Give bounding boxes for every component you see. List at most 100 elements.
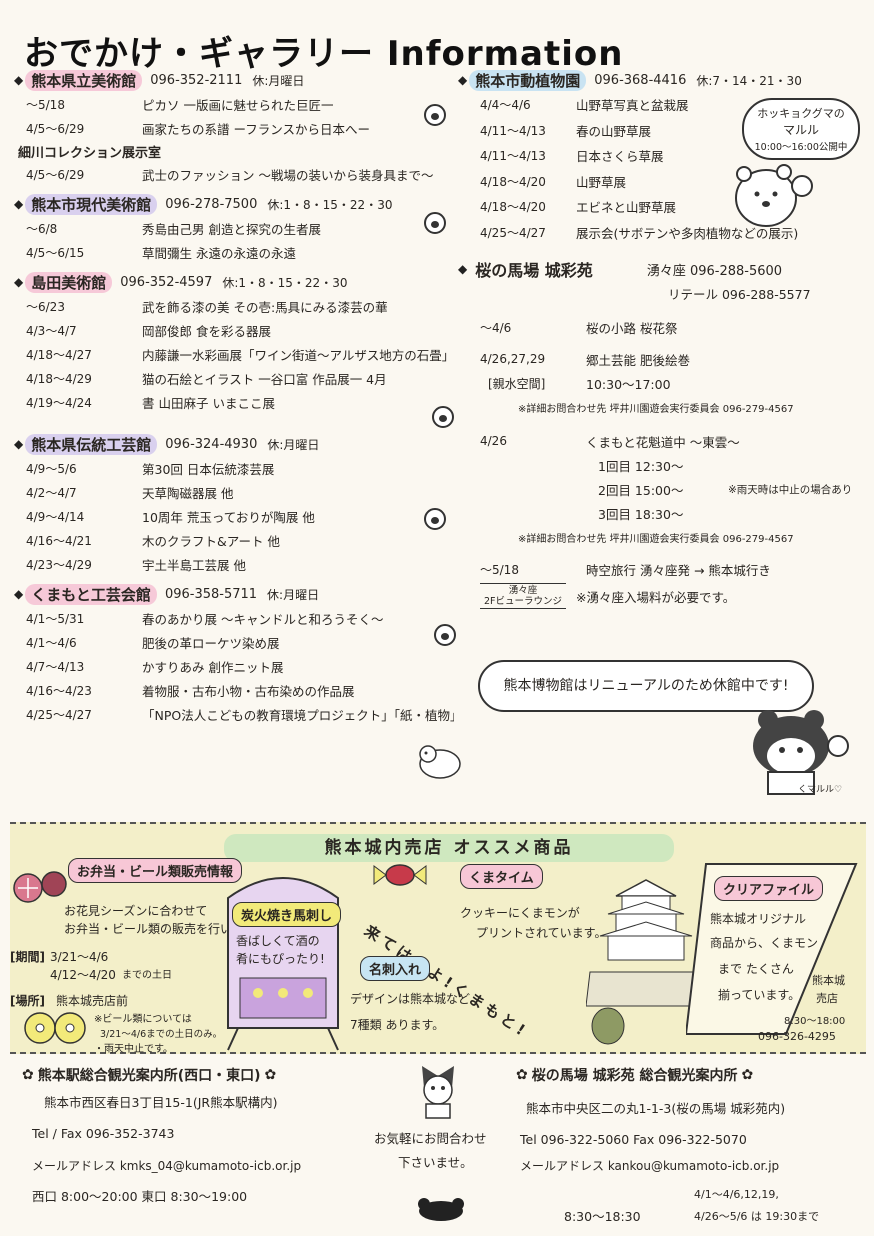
paw-icon bbox=[424, 508, 446, 530]
paw-icon bbox=[424, 104, 446, 126]
sakura-note-2: ※詳細お問合わせ先 坪井川園遊会実行委員会 096-279-4567 bbox=[518, 533, 794, 545]
mascot-icon bbox=[422, 1066, 454, 1119]
sakura-name: 桜の馬場 城彩苑 bbox=[475, 261, 593, 280]
sakura-time-3: 3回目 18:30～ bbox=[598, 506, 684, 522]
basashi-text-2: 肴にもぴったり! bbox=[236, 952, 325, 966]
bento-text-2: お弁当・ビール類の販売を行います! bbox=[64, 922, 261, 936]
museum-closed-bubble: 熊本博物館はリニューアルのため休館中です! bbox=[478, 660, 814, 712]
museum-closed-days: 休:1・8・15・22・30 bbox=[222, 275, 348, 290]
foot-right-hours: 8:30～18:30 bbox=[564, 1209, 641, 1224]
museum-name: 熊本市現代美術館 bbox=[25, 193, 158, 215]
foot-right-tel: Tel 096-322-5060 Fax 096-322-5070 bbox=[520, 1131, 747, 1147]
museum-phone: 096-358-5711 bbox=[164, 586, 258, 602]
sakura-time-1: 1回目 12:30～ bbox=[598, 458, 684, 474]
museum-phone: 096-352-4597 bbox=[120, 274, 213, 290]
page-title: おでかけ・ギャラリー Information bbox=[24, 34, 624, 70]
basashi-tag: 炭火焼き馬刺し bbox=[232, 902, 342, 927]
kumatime-text-2: プリントされています。 bbox=[476, 926, 607, 940]
polar-bear-icon bbox=[735, 164, 813, 227]
store-title: 熊本城内売店 オススメ商品 bbox=[224, 834, 674, 862]
museum-phone: 096-278-7500 bbox=[165, 196, 258, 212]
beer-note-2: 3/21～4/6までの土日のみ。 bbox=[100, 1029, 223, 1040]
polar-bear-bubble: ホッキョクグマの マルル 10:00～16:00公開中 bbox=[742, 98, 860, 160]
museum-name: 熊本県伝統工芸館 bbox=[25, 433, 158, 455]
kumamoto-castle-illustration bbox=[586, 879, 706, 1045]
kumatime-tag: くまタイム bbox=[460, 864, 543, 889]
beer-note-1: ※ビール類については bbox=[94, 1014, 192, 1025]
foot-left-mail: メールアドレス kmks_04@kumamoto-icb.or.jp bbox=[32, 1158, 302, 1173]
paw-icon bbox=[424, 212, 446, 234]
sakura-yuyuza-phone: 湧々座 096-288-5600 bbox=[646, 263, 783, 279]
sakura-header: ◆桜の馬場 城彩苑湧々座 096-288-5600 bbox=[458, 257, 868, 281]
clear-file-text-4: 揃っています。 bbox=[718, 988, 801, 1002]
meishi-text-2: 7種類 あります。 bbox=[350, 1018, 445, 1032]
museum-name: 島田美術館 bbox=[25, 271, 113, 293]
foot-right-mail: メールアドレス kankou@kumamoto-icb.or.jp bbox=[520, 1158, 780, 1173]
foot-mid-1: お気軽にお問合わせ bbox=[374, 1131, 487, 1146]
temari-ball-icon bbox=[13, 871, 67, 903]
period-label: [期間] bbox=[10, 950, 45, 964]
meishi-tag: 名刺入れ bbox=[360, 956, 431, 981]
museum-closed-days: 休:月曜日 bbox=[252, 73, 305, 88]
paw-icon bbox=[434, 624, 456, 646]
meishi-text-1: デザインは熊本城など bbox=[350, 992, 471, 1006]
foot-right-title: ✿桜の馬場 城彩苑 総合観光案内所✿ bbox=[516, 1067, 754, 1084]
exhibition-row: 4/25～4/27「NPO法人こどもの教育環境プロジェクト」「紙・植物」展示会 bbox=[26, 707, 454, 723]
bento-text-1: お花見シーズンに合わせて bbox=[64, 904, 208, 918]
shop-name-2: 売店 bbox=[816, 992, 838, 1005]
place-label: [場所] bbox=[10, 994, 45, 1008]
museum-name: くまもと工芸会館 bbox=[25, 583, 157, 605]
museum-phone: 096-352-2111 bbox=[150, 72, 243, 88]
sakura-retail: リテール 096-288-5577 bbox=[668, 286, 811, 302]
bear-face-icon bbox=[418, 1198, 464, 1221]
foot-mid-2: 下さいませ。 bbox=[398, 1155, 473, 1170]
sakura-note-1: ※詳細お問合わせ先 坪井川園遊会実行委員会 096-279-4567 bbox=[518, 403, 794, 415]
museum-closed-days: 休:1・8・15・22・30 bbox=[267, 197, 393, 212]
kumatime-text-1: クッキーにくまモンが bbox=[460, 906, 580, 920]
shop-tel: 096-326-4295 bbox=[758, 1030, 836, 1043]
foot-right-hours-2: 4/1～4/6,12,19, bbox=[694, 1188, 779, 1201]
foot-right-hours-3: 4/26～5/6 は 19:30まで bbox=[694, 1210, 820, 1223]
sakura-event-2-detail: [親水空間]10:30～17:00 bbox=[488, 376, 671, 392]
bento-tag: お弁当・ビール類販売情報 bbox=[68, 858, 243, 883]
museum-name: 熊本県立美術館 bbox=[25, 69, 143, 91]
period-2: 4/12～4/20 bbox=[50, 968, 116, 982]
foot-left-tel: Tel / Fax 096-352-3743 bbox=[32, 1125, 175, 1141]
clear-file-outline bbox=[686, 863, 858, 1035]
shop-hours: 8:30～18:00 bbox=[784, 1016, 846, 1027]
clear-file-text-1: 熊本城オリジナル bbox=[710, 912, 807, 926]
foot-left-address: 熊本市西区春日3丁目15-1(JR熊本駅構内) bbox=[44, 1094, 278, 1110]
museum-phone: 096-324-4930 bbox=[165, 436, 258, 452]
castle-store-section: 熊本城内売店 オススメ商品 お弁当・ビール類販売情報 お花見シーズンに合わせて … bbox=[10, 822, 866, 1055]
